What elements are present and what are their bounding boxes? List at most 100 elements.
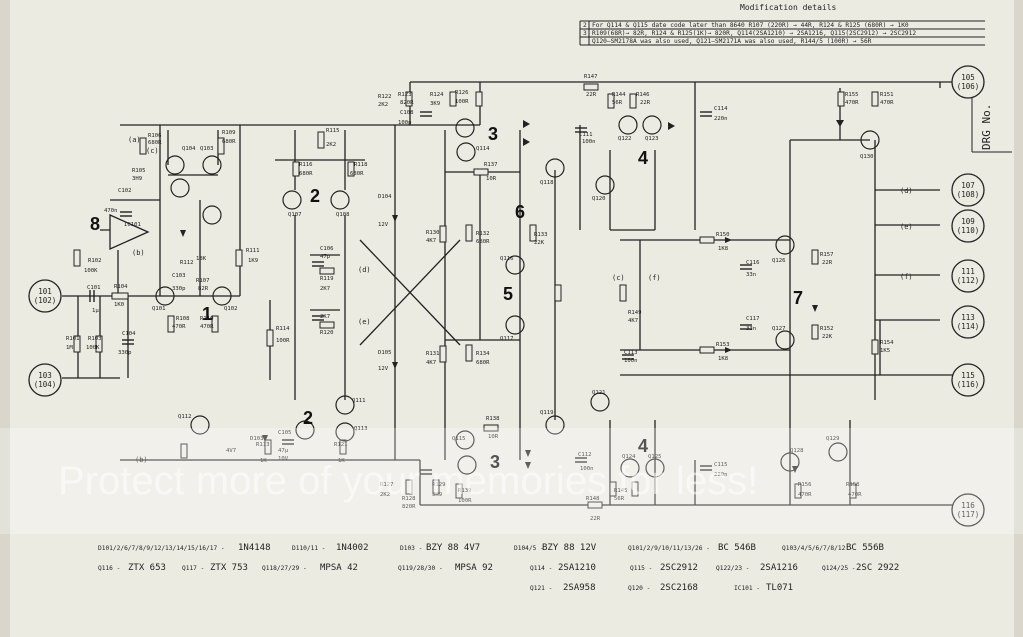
label-r147: R147 (584, 74, 597, 80)
part-refs: Q117 - (182, 565, 204, 572)
net-label-b: (b) (132, 249, 145, 257)
label-r152-value: 22K (822, 334, 833, 340)
label-r109: R109 (222, 130, 235, 136)
parts-list-row-2: Q116 - ZTX 653 Q117 - ZTX 753 Q118/27/29… (98, 563, 899, 573)
label-r146: R146 (636, 92, 649, 98)
part-number: MPSA 42 (320, 563, 358, 573)
part-refs: D104/5 - (514, 545, 544, 552)
terminal-103 (28, 363, 62, 397)
label-r144: R144 (612, 92, 626, 98)
part-number: 2SC 2922 (856, 563, 899, 573)
part-number: 2SC2912 (660, 563, 698, 573)
label-q115: Q115 (452, 436, 465, 442)
terminal-label: 115 (961, 371, 975, 380)
label-r145-value: 56R (614, 496, 625, 502)
label-r151-value: 470R (880, 100, 894, 106)
label-r103-value: 100K (86, 345, 100, 351)
net-label-b: (b) (135, 456, 148, 464)
component-labels: R106 680R R109 680R R105 3H9 C102 470n R… (66, 74, 894, 522)
label-r127: R127 (380, 482, 393, 488)
net-label-e: (e) (358, 318, 371, 326)
part-number: 2SA1216 (760, 563, 798, 573)
wiring (62, 81, 955, 506)
part-number: BZY 88 4V7 (426, 543, 480, 553)
label-r127-value: 2K2 (380, 492, 390, 498)
label-r120: R120 (320, 330, 333, 336)
label-r138-value: 10R (488, 434, 499, 440)
label-q111: Q111 (352, 398, 365, 404)
section-number: 3 (488, 124, 498, 144)
label-r123: R123 (398, 92, 411, 98)
label-q123: Q123 (645, 136, 658, 142)
label-d105-value: 12V (378, 366, 389, 372)
label-r111: R111 (246, 248, 259, 254)
part-refs: D101/2/6/7/8/9/12/13/14/15/16/17 - (98, 545, 225, 552)
label-r155-value: 470R (845, 100, 859, 106)
part-refs: Q114 - (530, 565, 552, 572)
label-r126-value: 100R (455, 99, 469, 105)
label-q125: Q125 (648, 454, 661, 460)
capacitor-symbols (89, 111, 752, 475)
terminal-label: 105 (961, 73, 975, 82)
label-r129-value: 3K9 (432, 492, 442, 498)
label-c105-value: 47μ (278, 448, 289, 454)
label-c106-value: 47p (320, 254, 331, 260)
label-c101-value: 1μ (92, 308, 99, 314)
label-r105: R105 (132, 168, 145, 174)
section-number: 7 (793, 288, 803, 308)
label-r150: R150 (716, 232, 729, 238)
terminal-sublabel: (108) (957, 190, 980, 199)
label-c101: C101 (87, 285, 100, 291)
label-q116: Q116 (500, 256, 513, 262)
label-r155: R155 (845, 92, 858, 98)
label-c104: C104 (122, 331, 136, 337)
label-c113-value: 100n (624, 358, 637, 364)
label-r106: R106 (148, 133, 161, 139)
label-r134: R134 (476, 351, 490, 357)
terminal-115 (951, 363, 985, 397)
label-r118-value: 680R (350, 171, 364, 177)
label-r104-value: 1K0 (114, 302, 124, 308)
label-r114-value: 100R (276, 338, 290, 344)
label-r130-value: 4K7 (426, 238, 436, 244)
label-r108: R108 (176, 316, 190, 322)
terminal-111 (951, 259, 985, 293)
label-c104-value: 330p (118, 350, 132, 356)
label-c105-voltage: 10V (278, 456, 289, 462)
label-r152: R152 (820, 326, 833, 332)
label-c106: C106 (320, 246, 333, 252)
label-q129: Q129 (826, 436, 839, 442)
label-r154: R154 (880, 340, 894, 346)
label-r120-value: 2K7 (320, 314, 330, 320)
label-q101: Q101 (152, 306, 165, 312)
terminal-109 (951, 209, 985, 243)
terminal-101 (28, 279, 62, 313)
mod-row-num: 2 (583, 22, 587, 29)
section-number: 8 (90, 214, 100, 234)
label-r114: R114 (276, 326, 290, 332)
diode-symbols (180, 120, 844, 473)
label-r121: R121 (334, 442, 347, 448)
label-c115: C115 (714, 462, 727, 468)
watermark-text: Protect more of your memories for less! (58, 459, 758, 503)
part-number: 2SC2168 (660, 583, 698, 593)
label-r151: R151 (880, 92, 893, 98)
drawing-number-box: DRG No. (971, 80, 1012, 153)
terminal-113 (951, 305, 985, 339)
label-r153: R153 (716, 342, 729, 348)
label-d103-value: 4V7 (226, 448, 236, 454)
mod-row-text: Q120—SM2178A was also used, Q121—SM2171A… (592, 38, 872, 45)
section-number: 1 (202, 304, 212, 324)
part-refs: Q118/27/29 - (262, 565, 307, 572)
label-r124-value: 3K9 (430, 101, 440, 107)
label-q130: Q130 (860, 154, 873, 160)
terminals (28, 65, 985, 527)
label-r137-value: 10R (486, 176, 497, 182)
label-r147-value: 22R (586, 92, 597, 98)
watermark: Protect more of your memories for less! (0, 428, 1023, 534)
terminal-label: 116 (961, 501, 975, 510)
part-refs: D103 - (400, 545, 422, 552)
label-c114-value: 220n (714, 116, 727, 122)
